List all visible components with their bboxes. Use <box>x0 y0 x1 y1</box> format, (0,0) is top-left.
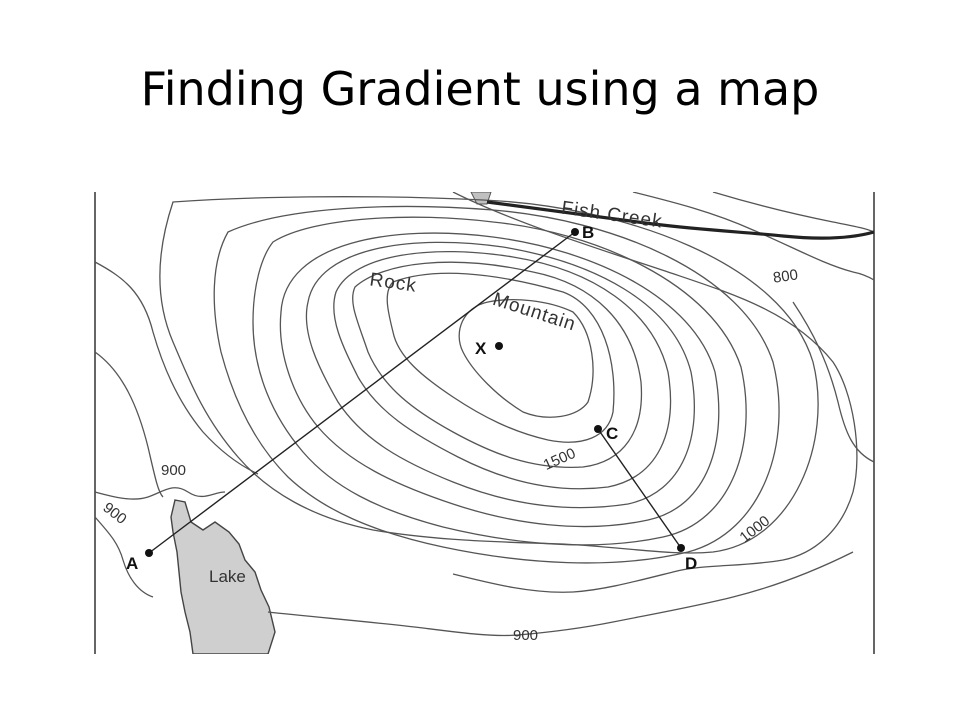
contour-900-outer <box>94 192 858 593</box>
contour-6 <box>252 216 747 546</box>
point-b-dot <box>571 228 579 236</box>
contour-label-800: 800 <box>772 266 799 286</box>
point-a-label: A <box>126 554 138 573</box>
contour-label-1500: 1500 <box>541 445 578 474</box>
contour-summit <box>458 299 594 418</box>
contour-900-edge <box>94 516 154 598</box>
profile-line-a-b <box>148 231 576 554</box>
contour-2 <box>352 261 643 469</box>
fish-creek-river <box>486 200 875 240</box>
contour-label-900-left: 900 <box>161 462 186 479</box>
point-d-label: D <box>685 554 697 573</box>
point-x-dot <box>495 342 503 350</box>
mountain-label-word2: Mountain <box>490 289 578 336</box>
point-c-label: C <box>606 424 618 443</box>
contour-upper-right <box>712 192 875 233</box>
topographic-map-svg: A B C D X Fish Creek Rock Mountain Lake … <box>94 192 875 654</box>
contour-800 <box>632 192 875 281</box>
creek-label: Fish Creek <box>560 198 664 233</box>
contour-label-900-bottom: 900 <box>513 627 538 644</box>
slide-title: Finding Gradient using a map <box>140 62 820 116</box>
point-d-dot <box>677 544 685 552</box>
lake-label: Lake <box>209 567 246 586</box>
point-x-label: X <box>475 339 487 358</box>
lake-shape <box>170 499 276 654</box>
contour-900-left <box>94 487 226 500</box>
contour-label-1000: 1000 <box>736 512 773 546</box>
contour-1000 <box>159 196 819 554</box>
point-c-dot <box>594 425 602 433</box>
contour-4 <box>305 241 695 509</box>
contour-label-900-edge: 900 <box>100 499 130 528</box>
contour-right-edge <box>792 301 875 463</box>
point-a-dot <box>145 549 153 557</box>
contour-900-bottom <box>267 551 854 637</box>
point-b-label: B <box>582 223 594 242</box>
contour-7 <box>213 205 780 564</box>
topographic-map: A B C D X Fish Creek Rock Mountain Lake … <box>93 192 876 654</box>
contour-1 <box>386 272 615 443</box>
mountain-label-word1: Rock <box>368 269 418 296</box>
contour-3 <box>333 250 672 490</box>
contour-left-top <box>94 351 164 498</box>
profile-line-c-d <box>597 428 682 549</box>
contour-1500 <box>279 232 720 528</box>
contour-lines <box>94 192 875 637</box>
